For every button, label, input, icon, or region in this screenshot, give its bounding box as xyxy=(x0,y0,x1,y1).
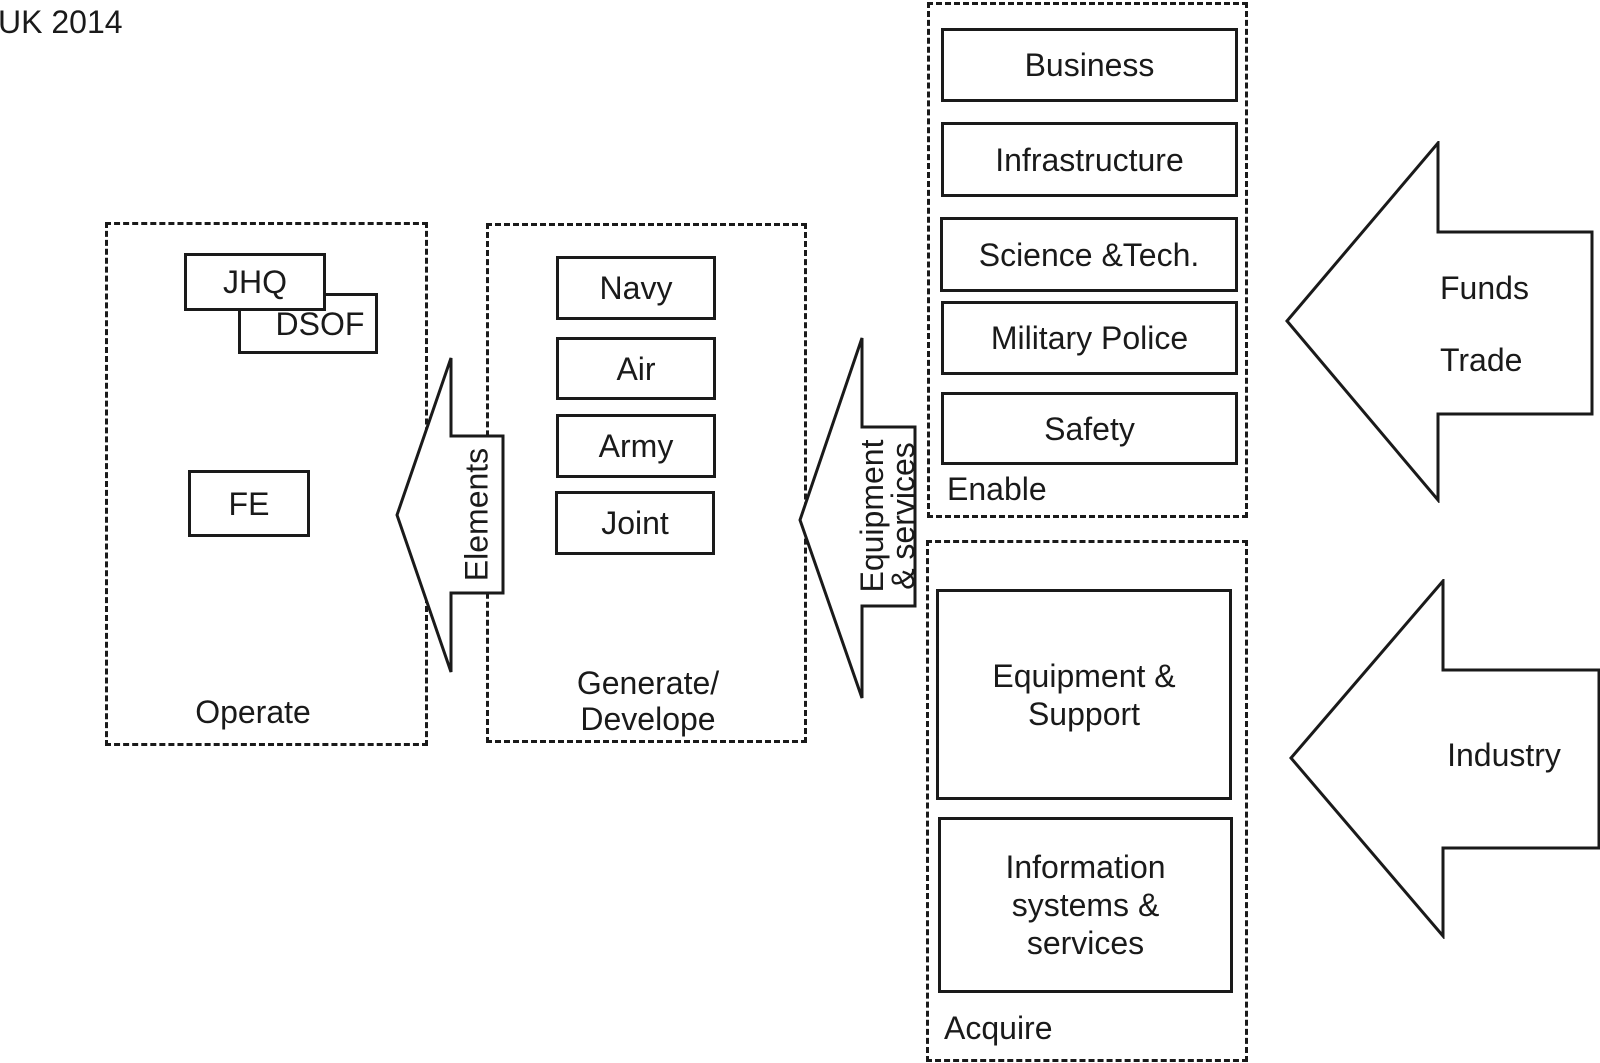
elements-arrow-shape xyxy=(395,357,505,673)
box-science-tech: Science &Tech. xyxy=(940,217,1238,292)
dsof-label: DSOF xyxy=(275,305,365,342)
industry-label: Industry xyxy=(1447,737,1561,773)
industry-arrow xyxy=(1289,579,1600,939)
fe-box: FE xyxy=(188,470,310,537)
equipment-services-line2: & services xyxy=(885,442,921,590)
air-label: Air xyxy=(616,350,656,387)
information-line3: services xyxy=(1026,925,1145,961)
industry-arrow-shape xyxy=(1289,579,1600,939)
box-safety: Safety xyxy=(941,392,1238,465)
equipment-services-arrow-shape xyxy=(798,337,917,699)
equipment-services-arrow xyxy=(798,337,917,699)
equipment-services-line1: Equipment xyxy=(854,439,890,593)
information-systems-box: Information systems & services xyxy=(938,817,1233,993)
box-military-police: Military Police xyxy=(941,301,1238,375)
operate-group-label: Operate xyxy=(195,694,311,730)
equipment-support-box: Equipment & Support xyxy=(936,589,1232,800)
science-tech-label: Science &Tech. xyxy=(978,236,1200,273)
elements-arrow-label: Elements xyxy=(458,447,495,582)
equipment-support-line1: Equipment & xyxy=(992,657,1176,694)
diagram-title: UK 2014 xyxy=(0,4,123,40)
acquire-group xyxy=(926,540,1248,1062)
information-line1: Information xyxy=(1005,849,1166,885)
fe-label: FE xyxy=(228,485,270,522)
generate-label-line2: Develope xyxy=(580,701,716,737)
information-line2: systems & xyxy=(1011,887,1160,923)
army-label: Army xyxy=(598,428,674,464)
equipment-support-line2: Support xyxy=(1027,695,1141,732)
trade-label: Trade xyxy=(1440,342,1523,378)
navy-box: Navy xyxy=(556,256,716,320)
funds-trade-arrow-shape xyxy=(1285,141,1594,503)
elements-arrow xyxy=(395,357,505,673)
infrastructure-label: Infrastructure xyxy=(995,141,1184,178)
jhq-label: JHQ xyxy=(223,264,287,300)
box-infrastructure: Infrastructure xyxy=(941,122,1238,197)
enable-group-label: Enable xyxy=(947,471,1047,507)
navy-label: Navy xyxy=(599,270,673,306)
equipment-services-arrow-label: Equipment & services xyxy=(854,422,921,610)
business-label: Business xyxy=(1024,47,1155,83)
information-systems-text: Information systems & services xyxy=(1005,848,1165,962)
funds-trade-arrow xyxy=(1285,141,1594,503)
funds-label: Funds xyxy=(1440,270,1529,306)
army-box: Army xyxy=(556,414,716,478)
military-police-label: Military Police xyxy=(990,320,1189,356)
joint-box: Joint xyxy=(555,491,715,555)
enable-group xyxy=(927,2,1248,518)
safety-label: Safety xyxy=(1044,410,1135,447)
acquire-group-label: Acquire xyxy=(944,1010,1053,1046)
equipment-support-text: Equipment & Support xyxy=(992,657,1175,733)
joint-label: Joint xyxy=(601,505,669,541)
jhq-box: JHQ xyxy=(184,253,326,311)
box-business: Business xyxy=(941,28,1238,102)
air-box: Air xyxy=(556,337,716,400)
generate-group-label: Generate/ Develope xyxy=(548,665,748,737)
generate-label-line1: Generate/ xyxy=(576,665,720,701)
